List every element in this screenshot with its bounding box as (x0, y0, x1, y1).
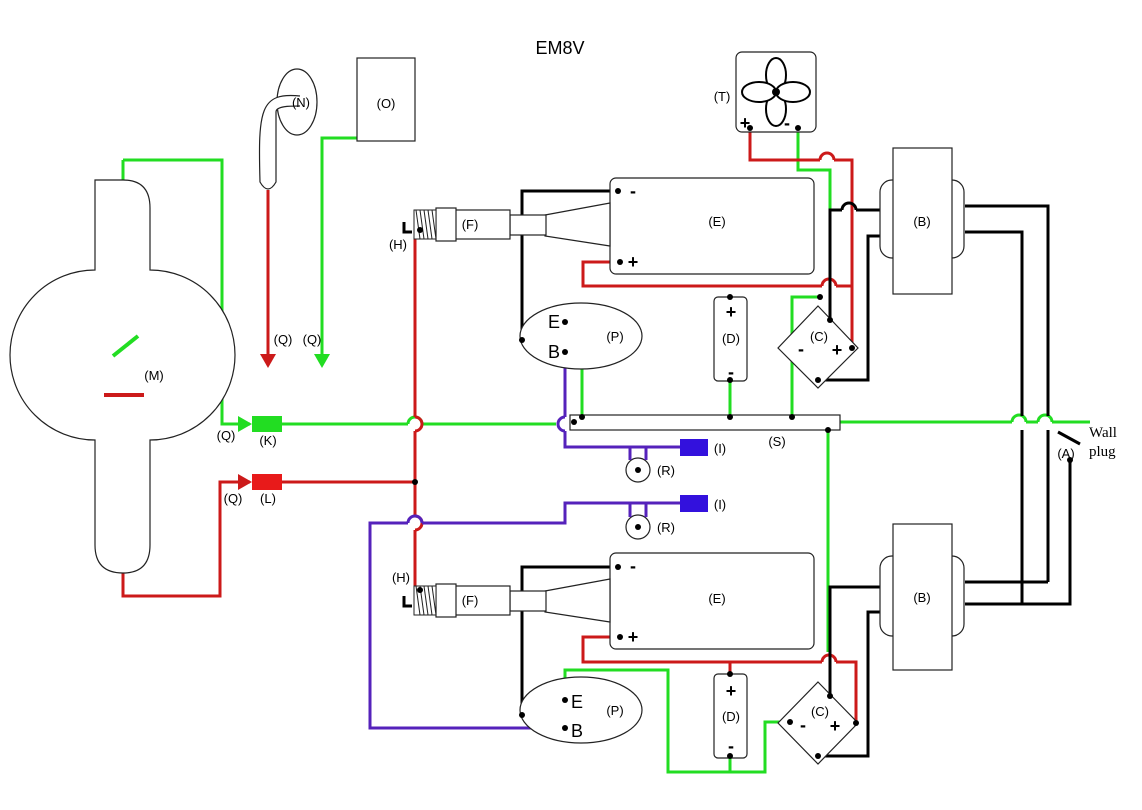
label-c-lower: (C) (811, 704, 829, 719)
label-h-lower: (H) (392, 570, 410, 585)
e-upper-plus: + (628, 252, 639, 272)
d-upper-minus: - (728, 362, 734, 382)
e-lower-plus: + (628, 627, 639, 647)
label-r-upper: (R) (657, 463, 675, 478)
label-r-lower: (R) (657, 520, 675, 535)
label-d-upper: (D) (722, 331, 740, 346)
spark-gap-f-upper: (F) (435, 202, 611, 247)
d-upper-plus: + (726, 302, 737, 322)
component-o: (O) (356, 57, 416, 142)
label-i-lower: (I) (714, 497, 726, 512)
label-f-lower: (F) (462, 593, 479, 608)
label-n: (N) (292, 95, 310, 110)
label-m: (M) (144, 368, 164, 383)
p-lower-b: B (571, 721, 583, 741)
black-wires (520, 189, 1081, 758)
label-f-upper: (F) (462, 217, 479, 232)
component-d-upper: + (D) - (713, 296, 748, 382)
d-lower-minus: - (728, 736, 734, 756)
tube-m: (M) (9, 179, 236, 574)
fan-minus: - (784, 113, 790, 133)
label-i-upper: (I) (714, 441, 726, 456)
spark-gap-f-lower: (F) (435, 578, 611, 623)
label-b-upper: (B) (913, 214, 930, 229)
component-i-upper: (I) (680, 439, 726, 456)
label-e-lower: (E) (708, 591, 725, 606)
component-r-lower: (R) (625, 503, 675, 540)
wall-plug-line1: Wall (1089, 425, 1117, 441)
transformer-b-upper: (B) (879, 147, 965, 295)
label-k: (K) (259, 433, 276, 448)
p-lower-e: E (571, 692, 583, 712)
label-q-4: (Q) (224, 491, 243, 506)
e-upper-minus: - (630, 181, 636, 201)
rectifier-c-upper: (C) - + (777, 305, 859, 389)
transistor-p-upper: E B (P) (519, 302, 643, 370)
label-e-upper: (E) (708, 214, 725, 229)
c-lower-plus: + (830, 716, 841, 736)
fan-t: + - (T) (714, 51, 817, 133)
transformer-b-lower: (B) (879, 523, 965, 671)
component-i-lower: (I) (680, 495, 726, 512)
label-h-upper: (H) (389, 237, 407, 252)
connector-l: (L) (252, 474, 282, 506)
component-d-lower: + (D) - (713, 673, 748, 759)
c-upper-plus: + (832, 340, 843, 360)
rectifier-c-lower: (C) - + (777, 681, 859, 765)
label-p-upper: (P) (606, 329, 623, 344)
component-r-upper: (R) (625, 447, 675, 483)
c-lower-minus: - (800, 715, 806, 735)
coil-h-lower: (H) (392, 570, 437, 616)
label-l: (L) (260, 491, 276, 506)
c-upper-minus: - (798, 339, 804, 359)
component-n: (N) (258, 68, 318, 190)
label-q-2: (Q) (303, 332, 322, 347)
q-arrows: (Q) (Q) (Q) (Q) (217, 332, 330, 506)
connector-k: (K) (252, 416, 282, 448)
capacitor-e-upper: (E) - + (609, 177, 815, 275)
wall-plug-line2: plug (1089, 444, 1116, 460)
label-s: (S) (768, 434, 785, 449)
e-lower-minus: - (630, 556, 636, 576)
transistor-p-lower: E B (P) (519, 676, 643, 744)
label-o: (O) (377, 96, 396, 111)
terminal-strip-s: (S) (569, 414, 841, 449)
d-lower-plus: + (726, 681, 737, 701)
p-upper-b: B (548, 342, 560, 362)
label-d-lower: (D) (722, 709, 740, 724)
fan-plus: + (740, 113, 751, 133)
capacitor-e-lower: (E) - + (609, 552, 815, 650)
junction-dots (412, 125, 1073, 759)
label-p-lower: (P) (606, 703, 623, 718)
diagram-title: EM8V (535, 38, 584, 58)
label-q-3: (Q) (217, 428, 236, 443)
coil-h-upper: (H) (389, 209, 437, 252)
label-q-1: (Q) (274, 332, 293, 347)
label-c-upper: (C) (810, 329, 828, 344)
p-upper-e: E (548, 312, 560, 332)
label-b-lower: (B) (913, 590, 930, 605)
label-t: (T) (714, 89, 731, 104)
wall-plug: (A) Wall plug (1057, 425, 1117, 461)
